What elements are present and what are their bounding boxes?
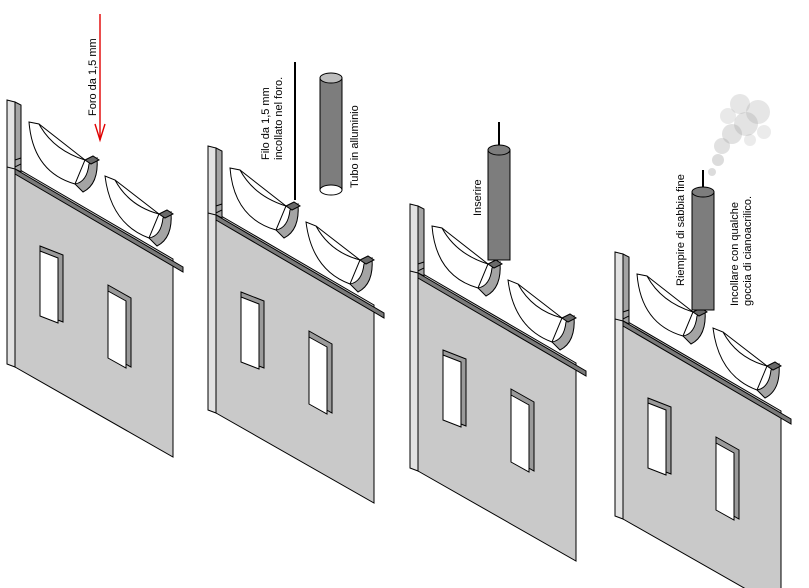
step-3: Inserire	[409, 122, 587, 562]
aluminium-tube	[487, 144, 511, 261]
aluminium-tube	[691, 186, 715, 311]
hole-arrow-head	[94, 123, 106, 143]
label-glue-1: Incollare con qualche	[729, 202, 741, 306]
label-sand: Riempire di sabbia fine	[675, 174, 687, 286]
step-2: Filo da 1,5 mm incollato nel foro. Tubo …	[207, 62, 385, 504]
label-wire-1: Filo da 1,5 mm	[260, 87, 272, 160]
label-tube: Tubo in alluminio	[349, 105, 361, 188]
smoke-cloud	[708, 94, 771, 176]
aluminium-tube	[319, 72, 343, 196]
step-1: Foro da 1,5 mm	[6, 14, 184, 458]
label-wire-2: incollato nel foro.	[273, 77, 285, 160]
label-glue-2: goccia di cianoacrilico.	[742, 196, 754, 306]
label-hole: Foro da 1,5 mm	[87, 38, 99, 116]
label-insert: Inserire	[472, 179, 484, 216]
wall-panel-1	[6, 99, 184, 458]
step-4: Riempire di sabbia fine Incollare con qu…	[614, 94, 792, 588]
